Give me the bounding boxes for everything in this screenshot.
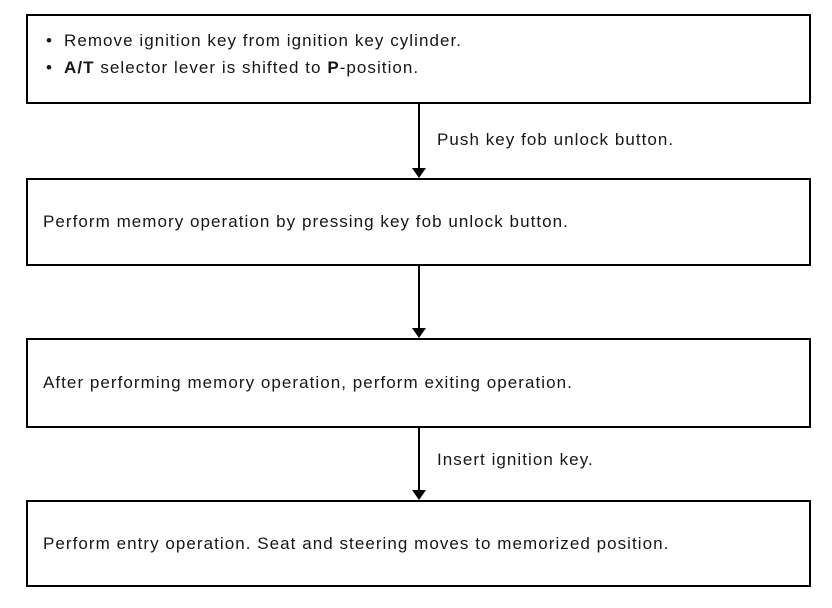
flow-step-entry-operation: Perform entry operation. Seat and steeri… <box>26 500 811 587</box>
arrow-head-icon <box>412 328 426 338</box>
text-segment-bold: A/T <box>64 58 95 77</box>
text-segment: selector lever is shifted to <box>94 58 328 77</box>
text-segment-bold: P <box>327 58 340 77</box>
flow-step-preconditions: • Remove ignition key from ignition key … <box>26 14 811 104</box>
arrow-line <box>418 104 420 171</box>
text-segment: -position. <box>339 58 420 77</box>
list-item: • A/T selector lever is shifted to P-pos… <box>46 54 799 81</box>
flow-arrow-down-2 <box>412 266 426 338</box>
arrow-label-insert-ignition-key: Insert ignition key. <box>437 450 594 469</box>
step-text: After performing memory operation, perfo… <box>43 373 573 392</box>
list-item: • Remove ignition key from ignition key … <box>46 27 799 54</box>
precondition-list: • Remove ignition key from ignition key … <box>28 16 809 81</box>
arrow-head-icon <box>412 168 426 178</box>
precondition-text-remove-key: Remove ignition key from ignition key cy… <box>64 31 463 50</box>
arrow-label-push-key-fob: Push key fob unlock button. <box>437 130 675 149</box>
arrow-head-icon <box>412 490 426 500</box>
step-text: Perform entry operation. Seat and steeri… <box>43 533 670 553</box>
flow-arrow-down-3 <box>412 428 426 500</box>
bullet-icon: • <box>46 31 52 50</box>
arrow-line <box>418 266 420 331</box>
flow-step-memory-operation: Perform memory operation by pressing key… <box>26 178 811 266</box>
arrow-line <box>418 428 420 493</box>
bullet-icon: • <box>46 58 52 77</box>
precondition-text-selector-lever: A/T selector lever is shifted to P-posit… <box>64 54 419 81</box>
flow-step-exiting-operation: After performing memory operation, perfo… <box>26 338 811 428</box>
step-text: Perform memory operation by pressing key… <box>43 212 569 231</box>
flow-arrow-down-1 <box>412 104 426 178</box>
